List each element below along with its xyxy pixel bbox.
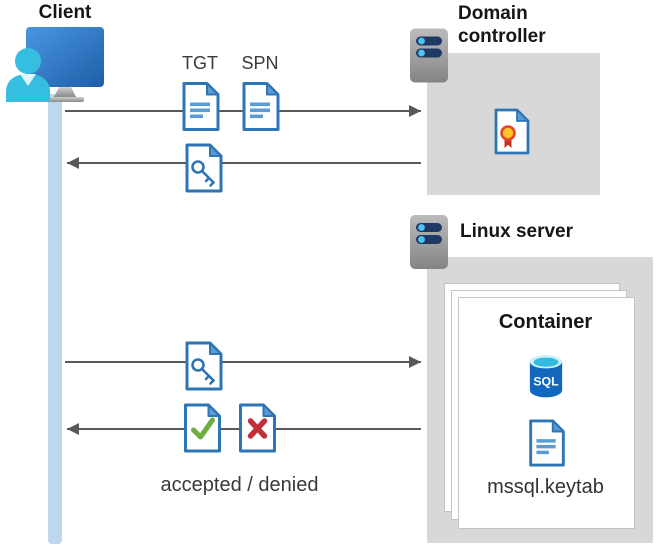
arrowhead-right-icon: [409, 105, 421, 117]
seal-icon: [500, 125, 516, 141]
keytab-document-icon: [529, 419, 565, 467]
accepted-denied-label: accepted / denied: [160, 474, 319, 496]
tgt-label: TGT: [182, 53, 218, 73]
key-ticket-document-icon: [185, 341, 223, 391]
person-body-icon: [6, 74, 50, 102]
page-fold-icon: [516, 109, 529, 122]
client-title: Client: [38, 2, 92, 23]
arrow-ticket-to-server: [65, 356, 421, 368]
keytab-file-label: mssql.keytab: [487, 476, 604, 498]
page-fold-icon: [266, 82, 279, 96]
client-timeline: [48, 94, 62, 544]
person-collar-icon: [20, 74, 36, 86]
key-icon: [191, 358, 215, 385]
container-title: Container: [498, 311, 593, 333]
tgt-document-icon: [182, 82, 220, 131]
denied-document-icon: [239, 403, 276, 453]
monitor-base-icon: [48, 97, 84, 102]
sql-badge-label: SQL: [533, 375, 559, 389]
key-ticket-document-icon: [185, 143, 223, 193]
monitor-icon: [26, 27, 104, 87]
certificate-icon: [494, 108, 530, 155]
sql-database-icon: SQL: [529, 355, 563, 398]
key-icon: [191, 160, 215, 187]
spn-label: SPN: [241, 53, 279, 73]
page-fold-icon: [209, 144, 222, 157]
domain-controller-title: Domain controller: [458, 3, 546, 47]
arrowhead-left-icon: [67, 423, 79, 435]
client-workstation-icon: [6, 27, 104, 102]
page-fold-icon: [551, 419, 565, 433]
page-fold-icon: [262, 404, 276, 417]
spn-document-icon: [242, 82, 280, 131]
accepted-document-icon: [184, 403, 221, 453]
container-page-front: [458, 297, 635, 529]
cross-icon: [247, 418, 268, 439]
page-fold-icon: [209, 342, 222, 355]
person-head-icon: [15, 48, 41, 74]
arrowhead-left-icon: [67, 157, 79, 169]
arrowhead-right-icon: [409, 356, 421, 368]
domain-controller-server-icon: [410, 28, 448, 83]
page-fold-icon: [206, 82, 219, 96]
page-fold-icon: [207, 404, 221, 417]
checkmark-icon: [191, 417, 215, 440]
linux-server-title: Linux server: [460, 221, 573, 242]
monitor-stand-icon: [54, 87, 76, 97]
arrow-ticket-response: [67, 157, 421, 169]
linux-server-icon: [410, 215, 448, 269]
